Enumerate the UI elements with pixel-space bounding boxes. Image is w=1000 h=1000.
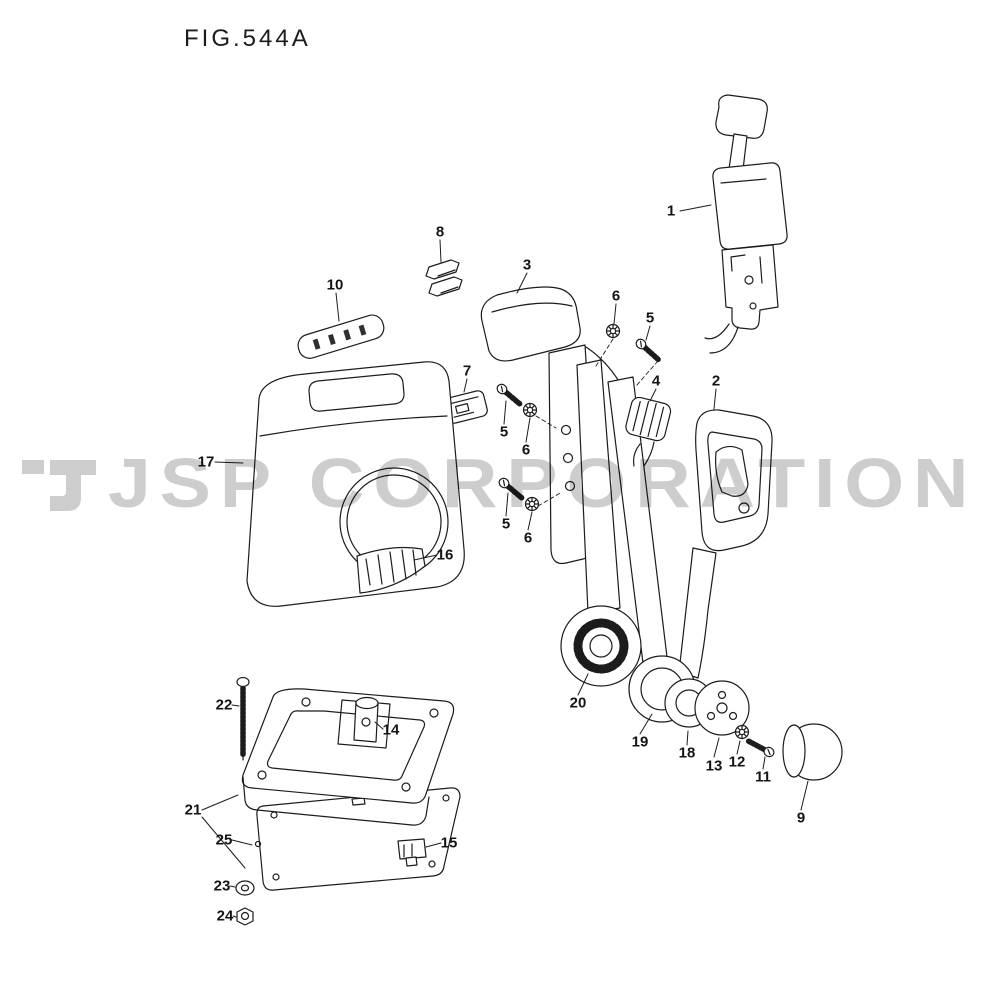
part-label-6b: 6 (521, 441, 531, 459)
alignment-lines (535, 338, 659, 507)
part-13-disc (694, 680, 750, 736)
part-label-14: 14 (382, 721, 400, 739)
part-21-gasket (254, 787, 461, 891)
part-1-remote-control-assy (704, 94, 788, 354)
part-label-22: 22 (215, 696, 233, 714)
part-20-arm-gear (560, 359, 642, 687)
part-label-5a: 5 (645, 309, 655, 327)
part-24-nut (236, 907, 254, 926)
part-label-4: 4 (651, 372, 661, 390)
part-22-screw (236, 676, 250, 761)
part-5-screw-top (634, 337, 661, 362)
part-label-18: 18 (678, 744, 696, 762)
part-label-19: 19 (631, 733, 649, 751)
part-8-clip (425, 259, 463, 297)
part-label-21: 21 (184, 801, 202, 819)
part-23-washer (235, 880, 255, 896)
part-label-5c: 5 (501, 515, 511, 533)
figure-title: FIG.544A (184, 25, 311, 52)
part-label-5b: 5 (499, 423, 509, 441)
part-label-8: 8 (435, 223, 445, 241)
part-label-25: 25 (215, 831, 233, 849)
part-label-16: 16 (436, 546, 454, 564)
part-label-3: 3 (522, 256, 532, 274)
part-label-2: 2 (711, 372, 721, 390)
part-label-23: 23 (213, 877, 231, 895)
part-5-screw-low (497, 476, 524, 501)
leader-lines (201, 204, 809, 918)
part-6-washer-top (605, 323, 621, 339)
part-5-screw-mid (495, 382, 522, 407)
part-7-bracket (444, 390, 488, 424)
part-label-6c: 6 (523, 529, 533, 547)
part-label-15: 15 (440, 834, 458, 852)
part-15-clamp (397, 838, 427, 867)
part-6-washer-low (524, 496, 540, 512)
part-21-bracket-tray (241, 688, 455, 826)
part-label-13: 13 (705, 757, 723, 775)
part-4-connector (625, 396, 672, 467)
part-16-grip (356, 546, 426, 594)
part-14-bushing (353, 696, 379, 743)
part-label-11: 11 (755, 768, 771, 786)
part-label-9: 9 (796, 809, 806, 827)
part-label-20: 20 (569, 694, 587, 712)
part-2-housing-arm (678, 409, 773, 679)
part-label-10: 10 (326, 276, 344, 294)
part-17-cover (246, 361, 465, 607)
part-11-bolt (747, 737, 776, 758)
part-label-17: 17 (197, 453, 215, 471)
part-6-washer-mid (522, 402, 538, 418)
part-12-washer (734, 724, 750, 740)
part-label-12: 12 (728, 753, 746, 771)
part-10-shift-plate (297, 314, 385, 359)
part-label-6a: 6 (611, 287, 621, 305)
part-9-knob (782, 723, 843, 781)
part-label-7: 7 (462, 362, 472, 380)
part-3-housing-cap (480, 286, 581, 362)
part-label-24: 24 (216, 907, 234, 925)
part-label-1: 1 (666, 202, 676, 220)
